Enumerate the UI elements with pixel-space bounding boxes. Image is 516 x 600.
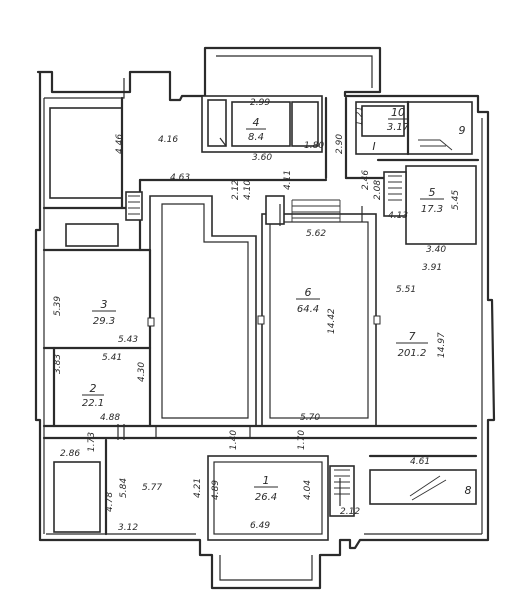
room-5-outline	[405, 165, 477, 245]
dim-label: 3.83	[53, 354, 63, 374]
dim-label: 3.40	[426, 245, 446, 255]
stairs-bottom	[334, 469, 350, 495]
dim-label: 2.90	[335, 134, 345, 154]
dim-label: 1.73	[87, 432, 97, 452]
room-area-4: 8.4	[248, 132, 264, 143]
room-10-outline	[361, 105, 405, 137]
dim-label: 4.16	[158, 135, 178, 145]
dim-label: 3.60	[252, 153, 272, 163]
room-area-2: 22.1	[82, 398, 104, 409]
dim-label: 4.78	[105, 492, 115, 512]
dim-label: 4.63	[170, 173, 190, 183]
room-number-5: 5	[429, 186, 436, 199]
stairs-room-5	[388, 175, 402, 201]
door-ticks	[117, 137, 363, 506]
dim-label: 1.21	[355, 106, 365, 126]
door-mark	[373, 315, 381, 325]
dim-label: 5.77	[142, 483, 162, 493]
dim-label: 2.12	[340, 507, 360, 517]
dim-label: 14.42	[327, 308, 337, 334]
room-number-9: 9	[459, 124, 466, 137]
dim-label: 4.61	[410, 457, 430, 467]
dimension-labels: 2.99 4.16 4.46 3.60 1.80 2.90 1.21 4.63 …	[53, 98, 461, 533]
dim-label: 3.91	[422, 263, 442, 273]
stair-box	[265, 195, 285, 225]
outer-walls	[34, 46, 496, 590]
room-area-6: 64.4	[297, 304, 319, 315]
dim-label: 2.08	[373, 180, 383, 200]
dim-label: 5.39	[53, 296, 63, 316]
room-number-8: 8	[465, 484, 472, 497]
dim-label: 2.99	[250, 98, 270, 108]
room-number-1: 1	[263, 474, 270, 487]
stairs-left	[128, 195, 140, 215]
roman-mark: I	[372, 140, 375, 153]
room-number-10: 10	[391, 106, 405, 119]
room-inner-right	[291, 101, 319, 147]
dim-label: 1.40	[229, 430, 239, 450]
door-mark	[257, 315, 265, 325]
room-area-10: 3.17	[387, 122, 410, 133]
dim-label: 2.12	[231, 180, 241, 200]
dim-label: 5.41	[102, 353, 122, 363]
dim-label: 5.84	[119, 478, 129, 498]
left-small-block	[65, 223, 119, 247]
stair-box	[125, 191, 143, 221]
room-6-outline	[261, 213, 377, 427]
room-area-5: 17.3	[421, 204, 443, 215]
dim-label: 4.30	[137, 362, 147, 382]
dim-label: 5.45	[451, 190, 461, 210]
dim-label: 1.80	[304, 141, 324, 151]
room-area-7: 201.2	[398, 348, 427, 359]
room-1-inner	[213, 461, 323, 535]
bottom-left-block	[53, 461, 101, 533]
dim-label: 3.12	[118, 523, 138, 533]
dim-label: 2.46	[361, 170, 371, 190]
dim-label: 14.97	[437, 332, 447, 358]
dim-label: 4.04	[303, 480, 313, 500]
room-number-4: 4	[253, 116, 260, 129]
dim-label: 4.88	[100, 413, 120, 423]
room-number-2: 2	[90, 382, 97, 395]
dim-label: 2.86	[60, 449, 80, 459]
dim-label: 1.70	[297, 430, 307, 450]
dim-label: 5.62	[306, 229, 326, 239]
light-well-left	[149, 195, 257, 427]
dim-label: 5.43	[118, 335, 138, 345]
dim-label: 4.11	[283, 170, 293, 190]
dim-label: 4.46	[115, 134, 125, 154]
dim-label: 4.10	[243, 180, 253, 200]
dim-label: 4.21	[193, 478, 203, 498]
room-area-3: 29.3	[93, 316, 115, 327]
room-area-1: 26.4	[255, 492, 277, 503]
stair-box	[207, 99, 227, 147]
stair-box	[329, 465, 355, 517]
room-1-outline	[207, 455, 329, 541]
room-6-inner	[269, 221, 369, 419]
room-number-7: 7	[409, 330, 416, 343]
dim-label: 5.70	[300, 413, 320, 423]
room-labels: 3 29.3 2 22.1 4 8.4 5 17.3 6 64.4 7 201.…	[82, 106, 472, 503]
stair-lines	[418, 139, 453, 151]
stairs-room-6	[291, 199, 341, 222]
dim-label: 5.51	[396, 285, 416, 295]
room-4-inner	[231, 101, 291, 147]
dim-label: 6.49	[250, 521, 270, 531]
room-number-6: 6	[305, 286, 312, 299]
dim-label: 4.89	[211, 480, 221, 500]
stair-lines	[409, 475, 447, 501]
dim-label: 4.13	[388, 211, 408, 221]
room-number-3: 3	[101, 298, 108, 311]
door-mark	[147, 317, 155, 327]
left-top-block	[49, 107, 123, 199]
